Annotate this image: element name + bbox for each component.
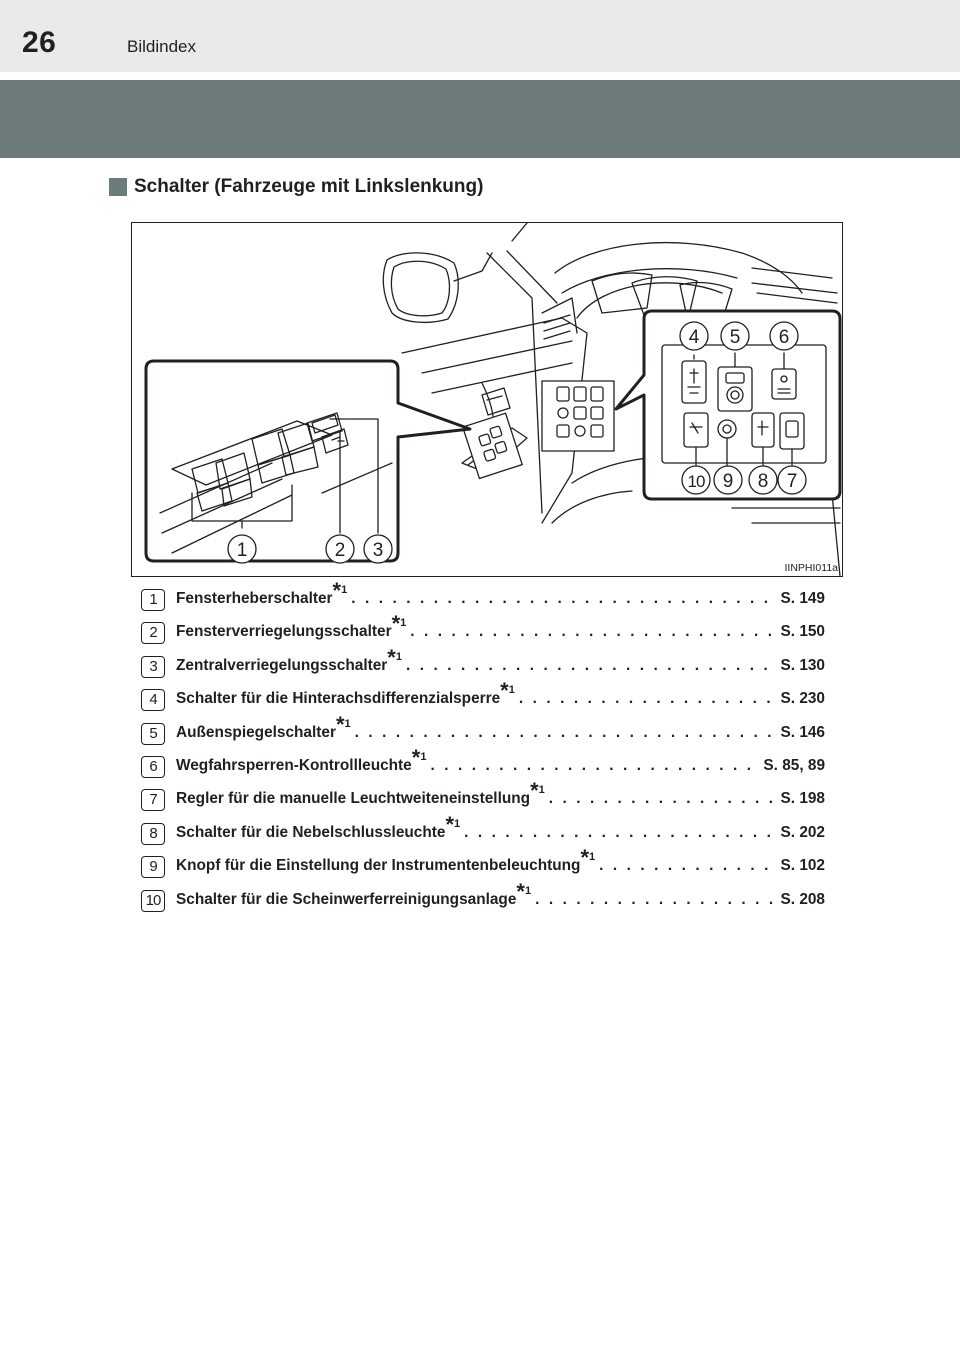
page-reference: S. 146 — [780, 723, 826, 741]
legend-list: 1 Fensterheberschalter*1 S. 149 2 Fenste… — [141, 578, 826, 920]
callout-8: 8 — [748, 465, 778, 495]
legend-number-badge: 8 — [141, 822, 165, 845]
legend-number-badge: 7 — [141, 789, 165, 812]
svg-text:3: 3 — [373, 540, 384, 561]
page-reference: S. 85, 89 — [763, 756, 825, 774]
legend-label: Fensterheberschalter*1 — [176, 578, 348, 608]
legend-label: Außenspiegelschalter*1 — [176, 711, 351, 741]
legend-label: Regler für die manuelle Leuchtweiteneins… — [176, 778, 545, 808]
callout-7: 7 — [777, 465, 807, 495]
figure-code: IINPHI011a — [785, 562, 839, 574]
svg-text:4: 4 — [689, 327, 700, 348]
dot-leader — [430, 757, 757, 775]
page-reference: S. 202 — [780, 823, 826, 841]
legend-label: Schalter für die Scheinwerferreinigungsa… — [176, 878, 532, 908]
legend-number-badge: 6 — [141, 755, 165, 778]
dot-leader — [464, 824, 774, 842]
legend-number-badge: 2 — [141, 622, 165, 645]
svg-text:10: 10 — [688, 472, 705, 491]
svg-text:7: 7 — [787, 471, 798, 492]
dot-leader — [549, 790, 775, 808]
callout-2: 2 — [325, 534, 355, 564]
legend-number-badge: 1 — [141, 589, 165, 611]
dot-leader — [599, 857, 774, 875]
callout-9: 9 — [713, 465, 743, 495]
legend-row-5: 5 Außenspiegelschalter*1 S. 146 — [141, 711, 826, 753]
header-band — [0, 80, 960, 158]
dot-leader — [519, 690, 775, 708]
legend-label: Knopf für die Einstellung der Instrument… — [176, 845, 596, 875]
svg-text:8: 8 — [758, 471, 769, 492]
running-title: Bildindex — [127, 37, 196, 56]
legend-number-badge: 5 — [141, 722, 165, 745]
callout-6: 6 — [769, 321, 799, 351]
page-reference: S. 208 — [780, 890, 826, 908]
legend-number-badge: 10 — [141, 889, 165, 912]
legend-label: Schalter für die Hinterachsdifferenzials… — [176, 678, 515, 708]
callout-bubble-window-switches — [144, 359, 472, 563]
callout-10: 10 — [681, 465, 711, 495]
legend-row-9: 9 Knopf für die Einstellung der Instrume… — [141, 845, 826, 886]
section-heading: Schalter (Fahrzeuge mit Linkslenkung) — [109, 176, 483, 198]
legend-row-2: 2 Fensterverriegelungsschalter*1 S. 150 — [141, 611, 826, 652]
legend-label: Wegfahrsperren-Kontrollleuchte*1 — [176, 744, 427, 774]
svg-text:9: 9 — [723, 471, 734, 492]
page-reference: S. 198 — [780, 790, 826, 808]
header-bar: 26 Bildindex — [0, 0, 960, 72]
page-reference: S. 130 — [780, 656, 826, 674]
dot-leader — [410, 623, 774, 641]
dot-leader — [351, 590, 774, 608]
svg-text:2: 2 — [335, 540, 346, 561]
legend-label: Zentralverriegelungsschalter*1 — [176, 644, 402, 674]
console-switch-block — [541, 380, 615, 452]
callout-numbers: 1 2 3 4 5 6 7 — [227, 321, 807, 564]
page-reference: S. 230 — [780, 690, 826, 708]
section-heading-text: Schalter (Fahrzeuge mit Linkslenkung) — [134, 176, 484, 197]
legend-number-badge: 4 — [141, 689, 165, 712]
callout-5: 5 — [720, 321, 750, 351]
legend-label: Schalter für die Nebelschlussleuchte*1 — [176, 811, 461, 841]
page-reference: S. 102 — [780, 857, 826, 875]
legend-number-badge: 9 — [141, 856, 165, 879]
svg-text:6: 6 — [779, 327, 790, 348]
legend-label: Fensterverriegelungsschalter*1 — [176, 611, 407, 641]
legend-row-6: 6 Wegfahrsperren-Kontrollleuchte*1 S. 85… — [141, 744, 825, 786]
legend-row-7: 7 Regler für die manuelle Leuchtweitenei… — [141, 778, 826, 819]
heading-square-icon — [109, 178, 127, 196]
callout-3: 3 — [363, 534, 393, 564]
page-number: 26 — [22, 26, 57, 59]
callout-4: 4 — [679, 321, 709, 351]
svg-text:1: 1 — [237, 540, 248, 561]
switch-illustration: 1 2 3 4 5 6 7 — [131, 222, 843, 577]
svg-text:5: 5 — [730, 327, 741, 348]
page-reference: S. 149 — [780, 590, 826, 607]
dot-leader — [355, 724, 775, 742]
page-reference: S. 150 — [780, 623, 826, 641]
legend-row-10: 10 Schalter für die Scheinwerferreinigun… — [141, 878, 826, 920]
legend-row-3: 3 Zentralverriegelungsschalter*1 S. 130 — [141, 644, 826, 686]
legend-row-4: 4 Schalter für die Hinterachsdifferenzia… — [141, 678, 826, 719]
legend-row-8: 8 Schalter für die Nebelschlussleuchte*1… — [141, 811, 826, 853]
callout-1: 1 — [227, 534, 257, 564]
dot-leader — [406, 657, 775, 675]
legend-number-badge: 3 — [141, 655, 165, 678]
door-switch-small — [462, 412, 523, 480]
legend-row-1: 1 Fensterheberschalter*1 S. 149 — [141, 578, 826, 619]
dot-leader — [535, 891, 774, 909]
